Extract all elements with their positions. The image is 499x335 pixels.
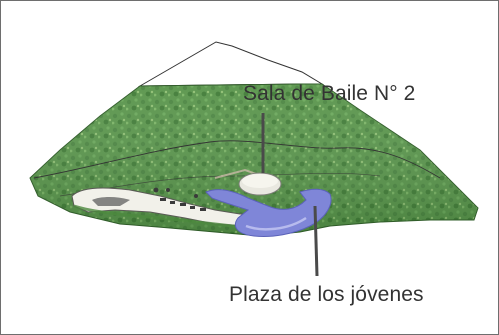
sala-de-baile-label: Sala de Baile N° 2: [243, 82, 416, 105]
plaza-callout-line: [313, 205, 319, 277]
plaza-jovenes-shape: [205, 188, 332, 237]
pavement-details: [153, 187, 206, 211]
contour-line: [33, 140, 441, 179]
terrace-edge: [73, 204, 301, 230]
plaza-inner-walk: [245, 216, 307, 231]
pavement-shadow: [92, 197, 130, 206]
plaza-de-los-jovenes-label: Plaza de los jóvenes: [229, 283, 424, 306]
dance-hall-roof: [242, 174, 278, 188]
mountain-peak-outline: [138, 41, 324, 87]
